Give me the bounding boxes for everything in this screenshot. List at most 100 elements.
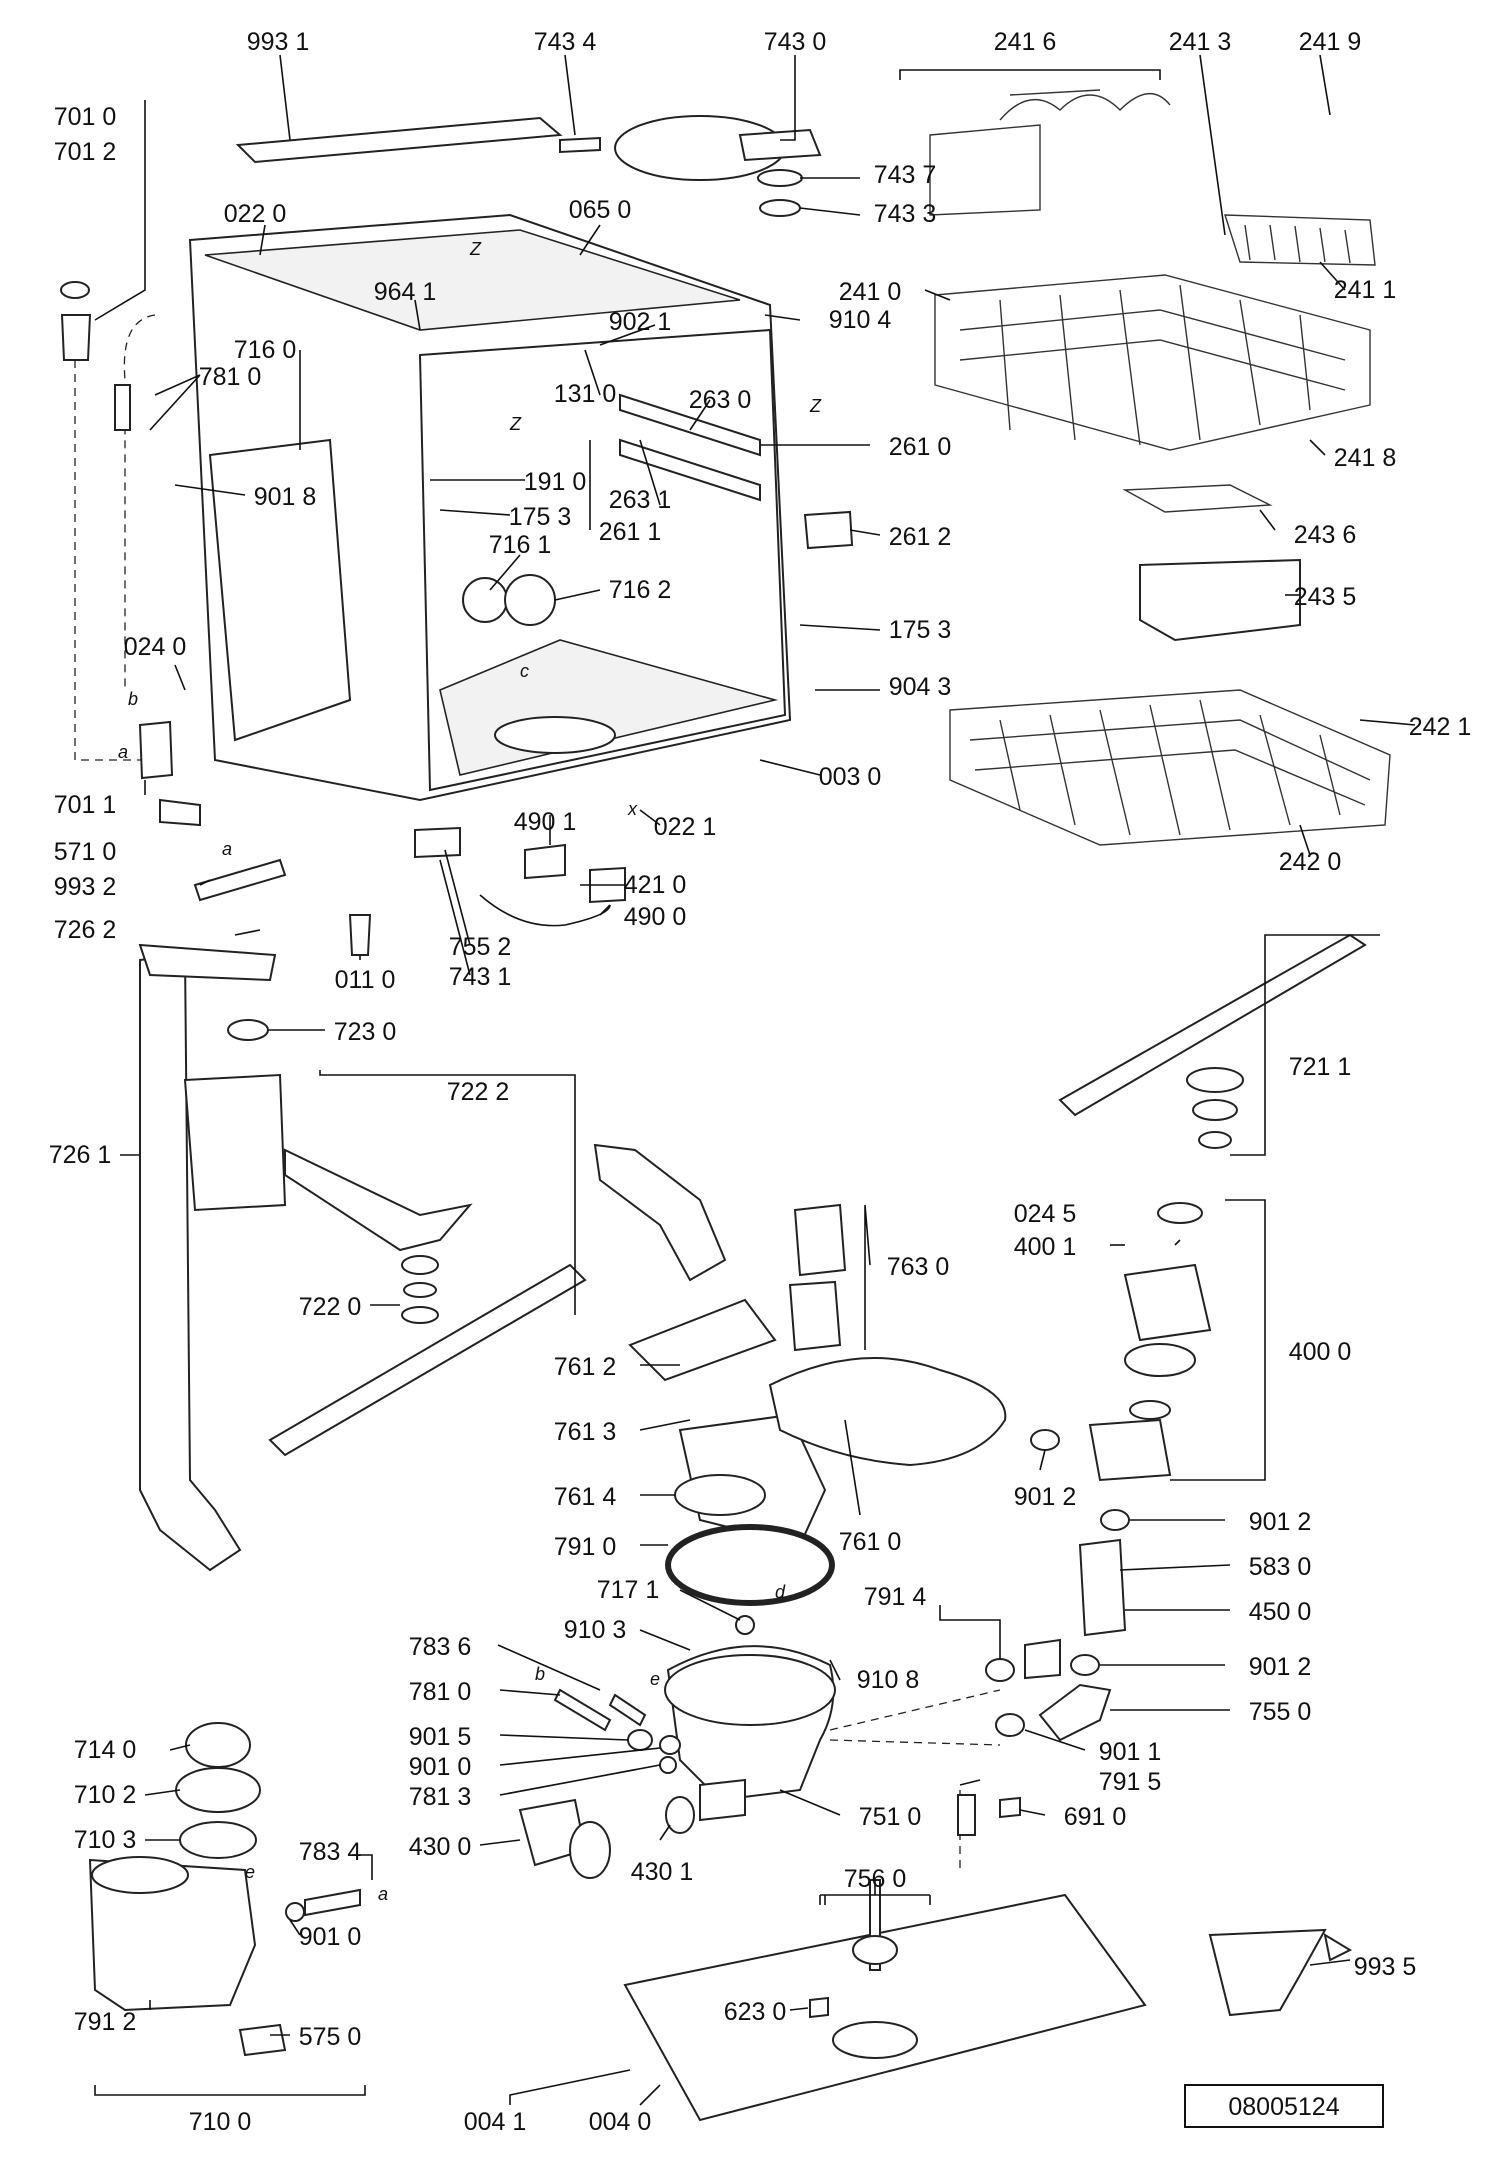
part-label: 781 0 xyxy=(409,1678,472,1706)
part-label: 571 0 xyxy=(54,838,117,866)
part-label: 761 4 xyxy=(554,1483,617,1511)
part-filter-763 xyxy=(793,1203,847,1277)
part-label: 743 4 xyxy=(534,28,597,56)
part-label: 791 2 xyxy=(74,2008,137,2036)
part-label: 761 0 xyxy=(839,1528,902,1556)
callout-letter: c xyxy=(520,661,529,681)
part-label: 791 0 xyxy=(554,1533,617,1561)
part-label: 723 0 xyxy=(334,1018,397,1046)
part-heater xyxy=(1078,1538,1127,1637)
part-side-panel xyxy=(208,438,352,742)
part-sump-hole xyxy=(494,716,616,754)
part-ring-9015 xyxy=(627,1729,653,1751)
part-manifold xyxy=(183,1073,287,1212)
part-cap xyxy=(60,281,90,299)
callout-letter: e xyxy=(245,1862,255,1882)
part-label: 175 3 xyxy=(509,503,572,531)
part-label: 781 3 xyxy=(409,1783,472,1811)
part-label: 761 3 xyxy=(554,1418,617,1446)
part-rail xyxy=(619,393,761,457)
part-nut-723 xyxy=(227,1019,269,1041)
part-diffuser-761 xyxy=(628,1298,777,1382)
part-labels: 993 1 743 4 743 0 241 6 241 3 241 9 701 … xyxy=(49,28,1472,2136)
part-label: 761 2 xyxy=(554,1353,617,1381)
part-drain-pump-face xyxy=(569,1821,611,1879)
part-label: 722 0 xyxy=(299,1293,362,1321)
part-plate-755 xyxy=(414,826,461,859)
part-label: 726 1 xyxy=(49,1141,112,1169)
part-softener-body xyxy=(88,1858,257,2012)
part-ring-9010b xyxy=(285,1902,305,1922)
part-label: 716 1 xyxy=(489,531,552,559)
callout-letter: b xyxy=(535,1664,545,1684)
part-label: 701 2 xyxy=(54,138,117,166)
part-clamp-9012 xyxy=(1030,1429,1060,1451)
part-label: 701 1 xyxy=(54,791,117,819)
callout-letter: b xyxy=(128,689,138,709)
part-cup-shelf xyxy=(1224,214,1376,266)
part-label: 243 6 xyxy=(1294,521,1357,549)
part-hub xyxy=(1186,1067,1244,1093)
part-cutlery-lid xyxy=(1122,484,1273,513)
document-number-box: 08005124 xyxy=(1184,2084,1384,2128)
part-vertical-tube xyxy=(139,953,242,1572)
part-label: 261 0 xyxy=(889,433,952,461)
part-elbow-755 xyxy=(1038,1683,1112,1742)
part-funnel-spout xyxy=(1323,1932,1353,1962)
part-label: 263 0 xyxy=(689,386,752,414)
part-cutlery-basket xyxy=(1139,558,1301,642)
part-seal-400 xyxy=(1129,1400,1171,1420)
part-label: 904 3 xyxy=(889,673,952,701)
leader-lines xyxy=(94,54,1416,2106)
part-label: 717 1 xyxy=(597,1576,660,1604)
part-label: 024 0 xyxy=(124,633,187,661)
part-gasket-ring xyxy=(665,1524,835,1606)
part-seal-7614 xyxy=(674,1474,766,1516)
callout-letter: a xyxy=(118,742,128,762)
part-bracket-701 xyxy=(138,720,174,780)
part-softener-top xyxy=(91,1856,189,1894)
part-label: 743 3 xyxy=(874,200,937,228)
part-circle-716 xyxy=(462,577,508,623)
callout-letter: x xyxy=(627,799,638,819)
callout-letter: Z xyxy=(809,396,822,416)
part-label: 261 2 xyxy=(889,523,952,551)
part-upper-spray-arm xyxy=(1058,933,1367,1117)
part-label: 175 3 xyxy=(889,616,952,644)
part-label: 583 0 xyxy=(1249,1553,1312,1581)
part-label: 743 0 xyxy=(764,28,827,56)
part-label: 490 0 xyxy=(624,903,687,931)
part-label: 783 4 xyxy=(299,1838,362,1866)
part-label: 901 2 xyxy=(1014,1483,1077,1511)
part-label: 722 2 xyxy=(447,1078,510,1106)
part-label: 791 4 xyxy=(864,1583,927,1611)
part-label: 241 8 xyxy=(1334,444,1397,472)
part-label: 011 0 xyxy=(335,966,396,994)
part-funnel xyxy=(1208,1928,1327,2017)
part-label: 743 1 xyxy=(449,963,512,991)
part-valve-575 xyxy=(238,2023,287,2057)
part-label: 241 1 xyxy=(1334,276,1397,304)
callout-letter: a xyxy=(222,839,232,859)
part-hub-2 xyxy=(1192,1099,1238,1121)
part-ring-9010 xyxy=(659,1735,681,1755)
part-label: 241 6 xyxy=(994,28,1057,56)
part-label: 241 9 xyxy=(1299,28,1362,56)
part-label: 901 0 xyxy=(409,1753,472,1781)
callout-letter: e xyxy=(650,1669,660,1689)
part-base-plate xyxy=(623,1893,1147,2122)
part-label: 421 0 xyxy=(624,871,687,899)
part-label: 710 3 xyxy=(74,1826,137,1854)
part-knob-717 xyxy=(735,1615,755,1635)
part-nut-722 xyxy=(401,1255,439,1275)
part-label: 755 0 xyxy=(1249,1698,1312,1726)
part-label: 910 3 xyxy=(564,1616,627,1644)
part-label: 243 5 xyxy=(1294,583,1357,611)
part-label: 701 0 xyxy=(54,103,117,131)
part-upper-rack xyxy=(934,274,1371,451)
part-wire xyxy=(479,894,611,927)
part-switch-490 xyxy=(524,843,566,880)
part-foot xyxy=(348,914,372,956)
part-clamp-9011 xyxy=(995,1713,1025,1737)
part-connector-691 xyxy=(999,1796,1021,1819)
